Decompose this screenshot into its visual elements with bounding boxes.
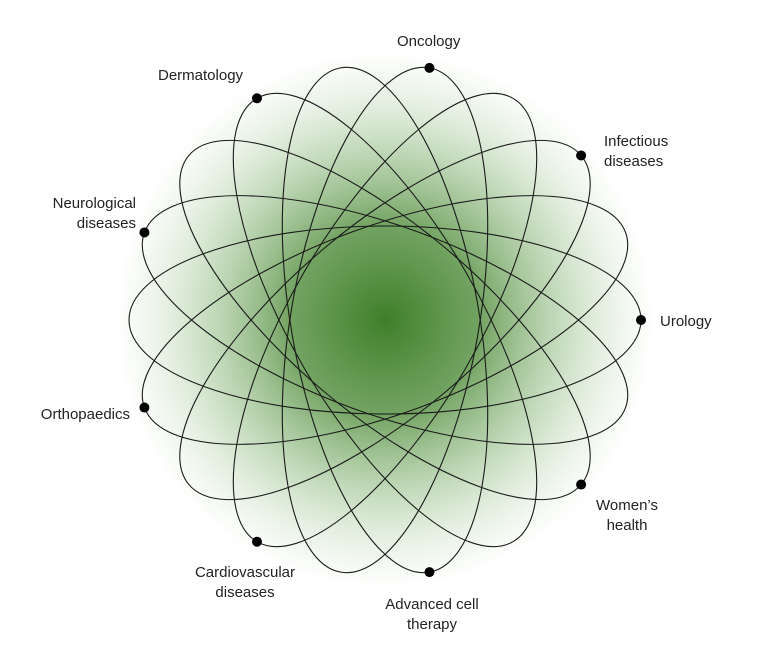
label-line: diseases [215, 584, 275, 601]
label-line: therapy [406, 616, 458, 633]
orbit-dot [636, 315, 646, 325]
label-line: diseases [76, 215, 136, 232]
green-glow [110, 45, 660, 595]
label-line: Women’s [596, 497, 658, 514]
orbit-dot [576, 150, 587, 161]
label-oncology: Oncology [397, 33, 461, 50]
orbit-dot [424, 62, 435, 73]
label-cardiovascular-diseases: Cardiovascular diseases [180, 563, 310, 603]
label-advanced-cell-therapy: Advanced cell therapy [372, 595, 492, 635]
orbit-dot [252, 93, 262, 104]
label-orthopaedics: Orthopaedics [40, 406, 130, 423]
orbit-dot [139, 402, 150, 413]
orbit-dot [252, 536, 262, 547]
label-line: diseases [604, 153, 664, 170]
orbit-dot [424, 567, 435, 578]
label-line: Neurological [52, 195, 136, 212]
label-neurological-diseases: Neurological diseases [53, 194, 136, 234]
label-dermatology: Dermatology [158, 67, 244, 84]
label-line: Cardiovascular [194, 564, 296, 581]
label-urology: Urology [660, 313, 712, 330]
label-womens-health: Women’s health [595, 496, 659, 536]
label-line: Infectious [604, 133, 669, 150]
label-infectious-diseases: Infectious diseases [604, 132, 668, 172]
orbit-dot [576, 479, 587, 490]
label-line: Advanced cell [385, 596, 479, 613]
orbit-dot [139, 227, 150, 238]
label-line: health [606, 517, 648, 534]
